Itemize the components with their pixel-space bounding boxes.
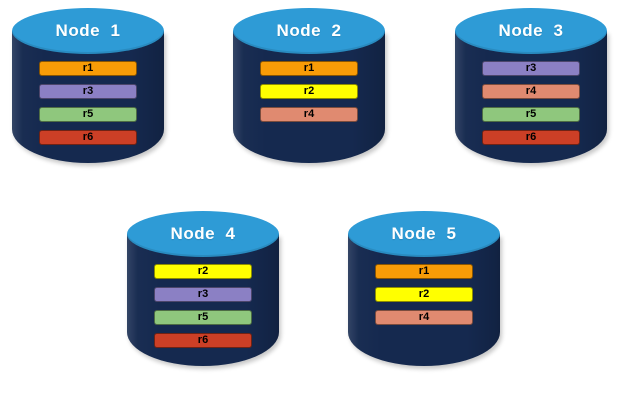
replica-list: r1 r3 r5 r6 <box>39 61 137 145</box>
node-title: Node 3 <box>498 21 564 40</box>
replica-bar[interactable]: r1 <box>39 61 137 76</box>
cylinder-top-icon <box>12 8 164 54</box>
node-3[interactable]: Node 3 r3 r4 r5 r6 <box>455 8 607 186</box>
replica-bar[interactable]: r2 <box>260 84 358 99</box>
replica-list: r3 r4 r5 r6 <box>482 61 580 145</box>
node-2[interactable]: Node 2 r1 r2 r4 <box>233 8 385 186</box>
cylinder-top-icon <box>348 211 500 257</box>
replica-list: r1 r2 r4 <box>375 264 473 325</box>
replica-list: r1 r2 r4 <box>260 61 358 122</box>
replica-bar[interactable]: r1 <box>260 61 358 76</box>
cylinder-top-icon <box>455 8 607 54</box>
replica-bar[interactable]: r6 <box>482 130 580 145</box>
node-title: Node 4 <box>170 224 236 243</box>
replica-bar[interactable]: r2 <box>375 287 473 302</box>
node-title: Node 5 <box>391 224 457 243</box>
replica-bar[interactable]: r6 <box>154 333 252 348</box>
replica-bar[interactable]: r4 <box>482 84 580 99</box>
replica-bar[interactable]: r1 <box>375 264 473 279</box>
replica-bar[interactable]: r3 <box>154 287 252 302</box>
cylinder-top-icon <box>127 211 279 257</box>
replica-bar[interactable]: r4 <box>375 310 473 325</box>
replica-bar[interactable]: r5 <box>482 107 580 122</box>
cylinder-top-icon <box>233 8 385 54</box>
node-title: Node 2 <box>276 21 342 40</box>
node-4[interactable]: Node 4 r2 r3 r5 r6 <box>127 211 279 389</box>
node-1[interactable]: Node 1 r1 r3 r5 r6 <box>12 8 164 186</box>
replica-bar[interactable]: r3 <box>39 84 137 99</box>
replica-list: r2 r3 r5 r6 <box>154 264 252 348</box>
replica-bar[interactable]: r6 <box>39 130 137 145</box>
replica-bar[interactable]: r5 <box>154 310 252 325</box>
replica-bar[interactable]: r2 <box>154 264 252 279</box>
node-title: Node 1 <box>55 21 121 40</box>
node-5[interactable]: Node 5 r1 r2 r4 <box>348 211 500 389</box>
replica-bar[interactable]: r3 <box>482 61 580 76</box>
replica-bar[interactable]: r4 <box>260 107 358 122</box>
replica-bar[interactable]: r5 <box>39 107 137 122</box>
